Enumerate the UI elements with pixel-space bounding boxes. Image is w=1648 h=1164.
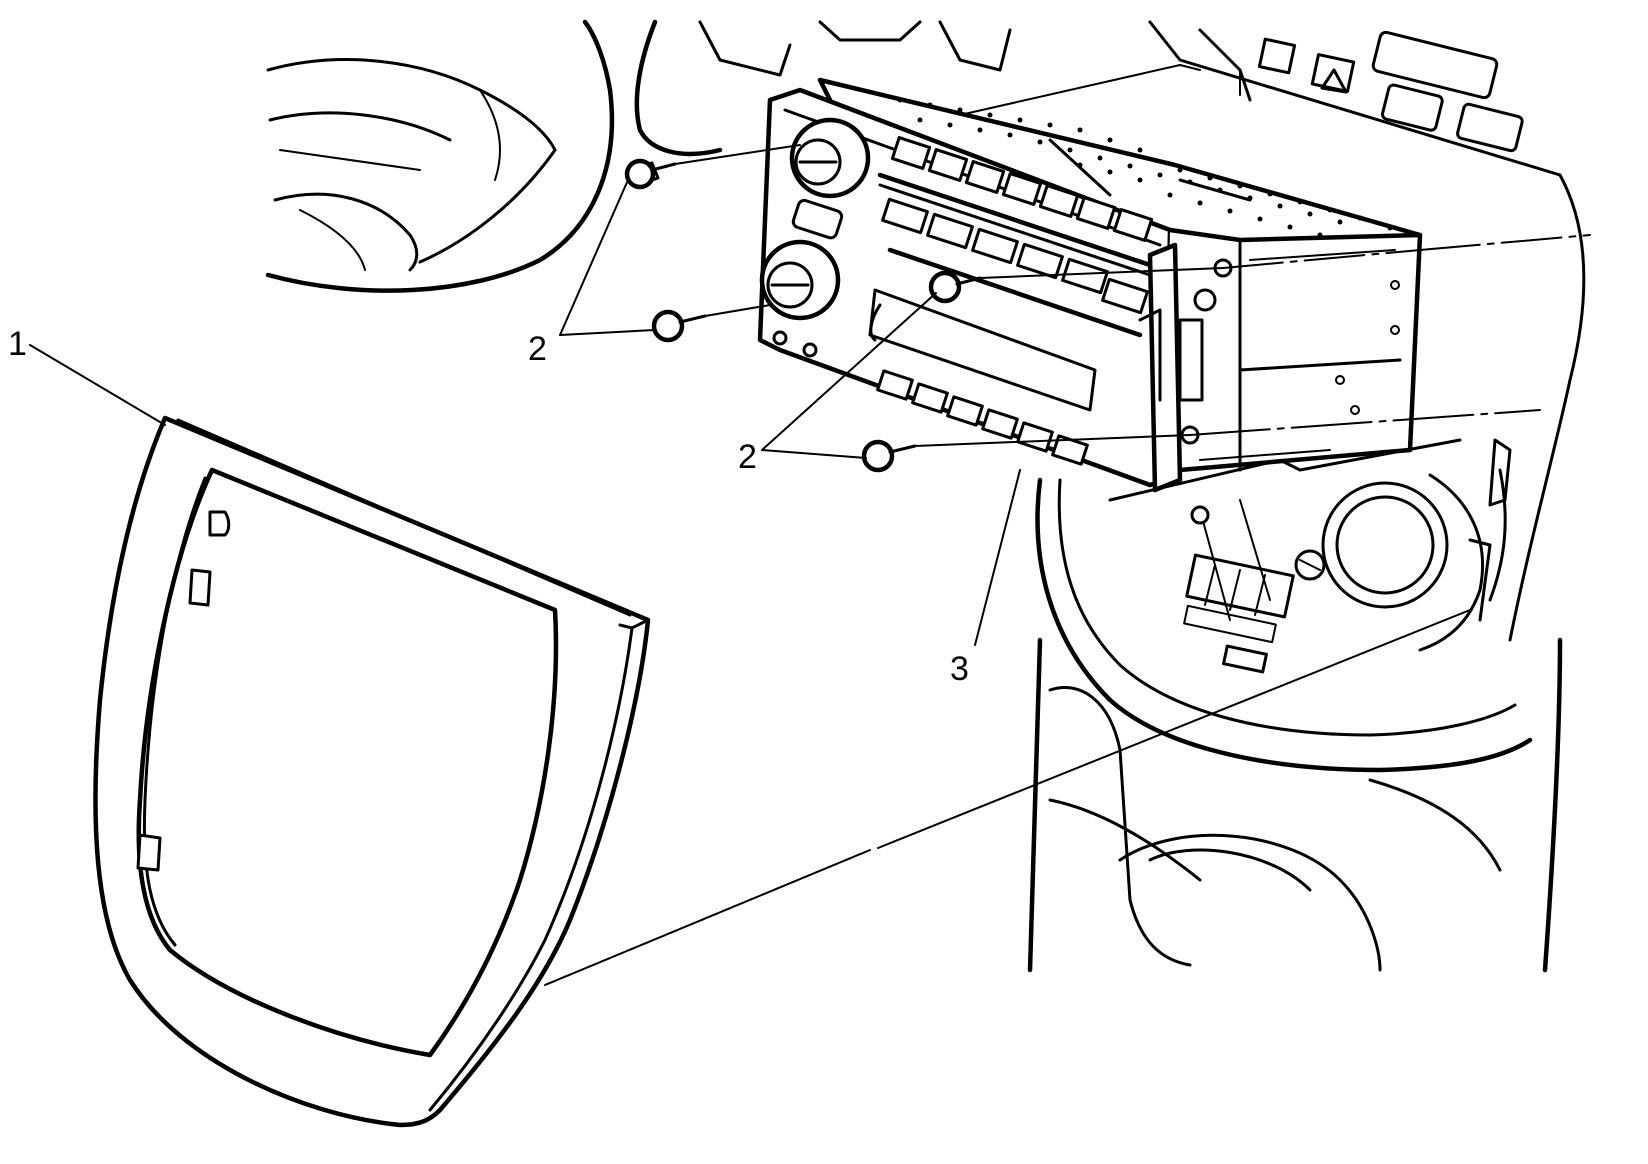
preset-buttons-bottom [876,369,1089,466]
bolt-middle-left [651,309,707,343]
callout-label-2-upper: 2 [528,330,547,368]
radio-receiver [757,77,1423,525]
alignment-lines [544,64,1591,986]
bolt-center [928,270,982,304]
volume-knob [789,117,871,199]
callout-label-3: 3 [950,650,969,688]
callout-label-2-lower: 2 [738,438,757,476]
preset-buttons-middle [881,197,1149,315]
bolt-upper-left [624,158,677,190]
dashboard-upper [634,19,1586,642]
center-console [1027,438,1563,973]
trim-bezel [93,415,651,1128]
cover-perforations [897,97,1393,238]
preset-buttons-top [890,136,1154,242]
leader-lines [29,179,1021,646]
callout-label-1: 1 [8,325,27,363]
bolt-lower [861,439,917,473]
tune-knob [759,239,841,321]
steering-wheel [265,19,615,293]
